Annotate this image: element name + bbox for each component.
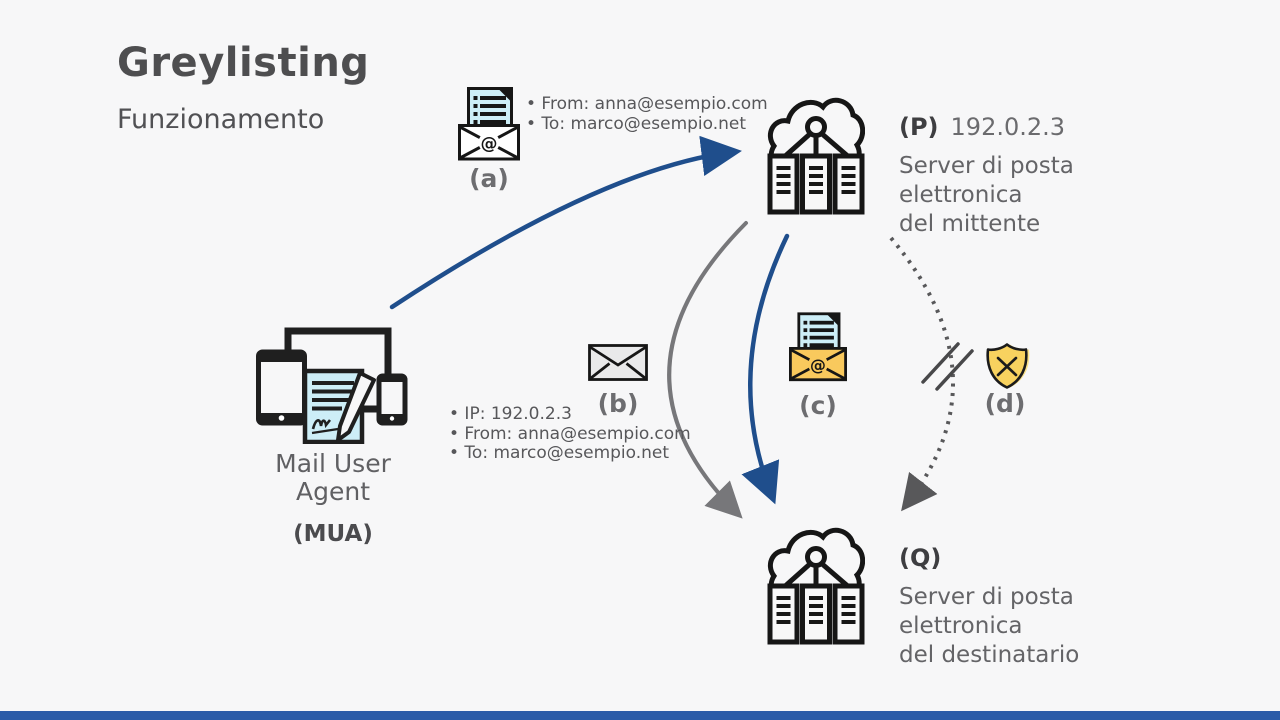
step-b-label: (b) (597, 389, 639, 418)
desc-line: del mittente (899, 211, 1041, 237)
page-subtitle: Funzionamento (117, 104, 325, 135)
svg-text:@: @ (481, 134, 498, 154)
arrow-sender-to-recipient-retry (741, 233, 790, 505)
step-a-label: (a) (469, 164, 509, 193)
step-a-details: • From: anna@esempio.com • To: marco@ese… (526, 94, 768, 134)
sender-server-tag: (P) (899, 113, 939, 141)
shield-x-icon (983, 342, 1031, 395)
arrow-spam-blocked-dotted (889, 236, 955, 512)
step-c-label: (c) (799, 391, 837, 420)
desc-line: elettronica (899, 182, 1023, 208)
cloud-server-icon (767, 524, 866, 650)
desc-line: del destinatario (899, 642, 1080, 668)
step-d-label: (d) (984, 389, 1026, 418)
mua-name-line: Agent (296, 477, 370, 506)
sender-server-description: Server di posta elettronica del mittente (899, 152, 1074, 239)
detail-line: • From: anna@esempio.com (449, 423, 691, 444)
footer-accent-bar (0, 711, 1280, 720)
sender-server-heading: (P) 192.0.2.3 (899, 113, 1065, 141)
mua-abbreviation: (MUA) (293, 521, 373, 547)
open-email-letter-yellow-icon: @ (789, 311, 847, 387)
devices-document-pen-icon (256, 316, 408, 448)
sender-server-ip: 192.0.2.3 (950, 113, 1066, 141)
cloud-server-icon (767, 94, 866, 220)
detail-line: • IP: 192.0.2.3 (449, 404, 572, 424)
closed-envelope-icon (588, 344, 648, 385)
recipient-server-heading: (Q) (899, 544, 941, 572)
step-b-details: • IP: 192.0.2.3 • From: anna@esempio.com… (449, 404, 691, 464)
desc-line: Server di posta (899, 153, 1074, 179)
detail-line: • To: marco@esempio.net (526, 113, 747, 134)
open-email-letter-icon: @ (458, 87, 520, 165)
mua-name: Mail User Agent (233, 450, 433, 506)
desc-line: elettronica (899, 613, 1023, 639)
svg-text:@: @ (810, 355, 826, 374)
arrow-sender-to-recipient-reject (667, 221, 748, 519)
desc-line: Server di posta (899, 584, 1074, 610)
recipient-server-description: Server di posta elettronica del destinat… (899, 583, 1079, 670)
detail-line: • From: anna@esempio.com (526, 94, 768, 114)
detail-line: • To: marco@esempio.net (449, 443, 670, 463)
mua-name-line: Mail User (275, 449, 391, 478)
recipient-server-tag: (Q) (899, 544, 942, 572)
page-title: Greylisting (117, 40, 370, 86)
arrow-mua-to-sender (389, 135, 742, 310)
double-slash-block-icon (921, 342, 974, 391)
